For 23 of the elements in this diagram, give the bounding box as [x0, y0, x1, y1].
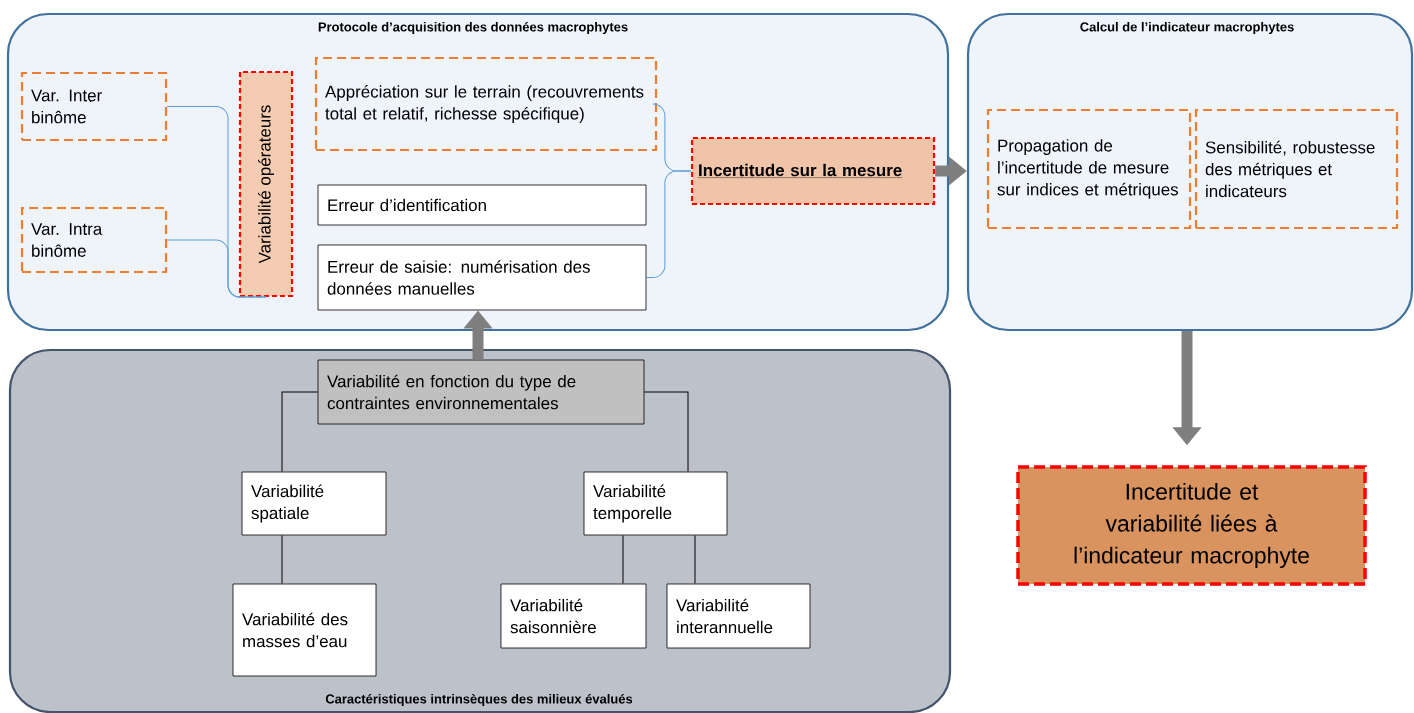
text-box: Variabilité des masses d’eau — [232, 583, 377, 677]
text-box: Variabilité spatiale — [241, 471, 387, 536]
connector-line — [281, 534, 283, 585]
dashed-box: Propagation de l’incertitude de mesure sur indices et métriques — [986, 108, 1192, 230]
text-box: Variabilité interannuelle — [666, 583, 811, 649]
brace-line — [166, 239, 267, 298]
connector-line — [281, 391, 319, 473]
text-box: Variabilité en fonction du type de contraintes environnementales — [317, 359, 645, 425]
dashed-box: Sensibilité, robustesse des métriques et indicateurs — [1194, 108, 1399, 230]
text-box: Erreur d’identification — [317, 184, 647, 226]
vertical-label-box: Variabilité opérateurs — [238, 70, 294, 298]
connector-line — [622, 534, 624, 585]
dashed-box: Var. Intra binôme — [20, 206, 168, 274]
highlight-box: Incertitude sur la mesure — [690, 136, 936, 206]
text-box: Erreur de saisie: numérisation des données manuelles — [317, 244, 647, 311]
dashed-box: Var. Inter binôme — [20, 71, 168, 142]
brace-line — [645, 170, 692, 278]
text-box: Variabilité saisonnière — [500, 583, 647, 649]
connector-line — [694, 534, 696, 585]
connector-line — [643, 391, 689, 473]
result-box: Incertitude et variabilité liées à l’indicateur macrophyte — [1016, 465, 1367, 586]
text-box: Variabilité temporelle — [583, 471, 728, 536]
dashed-box: Appréciation sur le terrain (recouvrements total et relatif, richesse spécifique) — [314, 56, 658, 152]
